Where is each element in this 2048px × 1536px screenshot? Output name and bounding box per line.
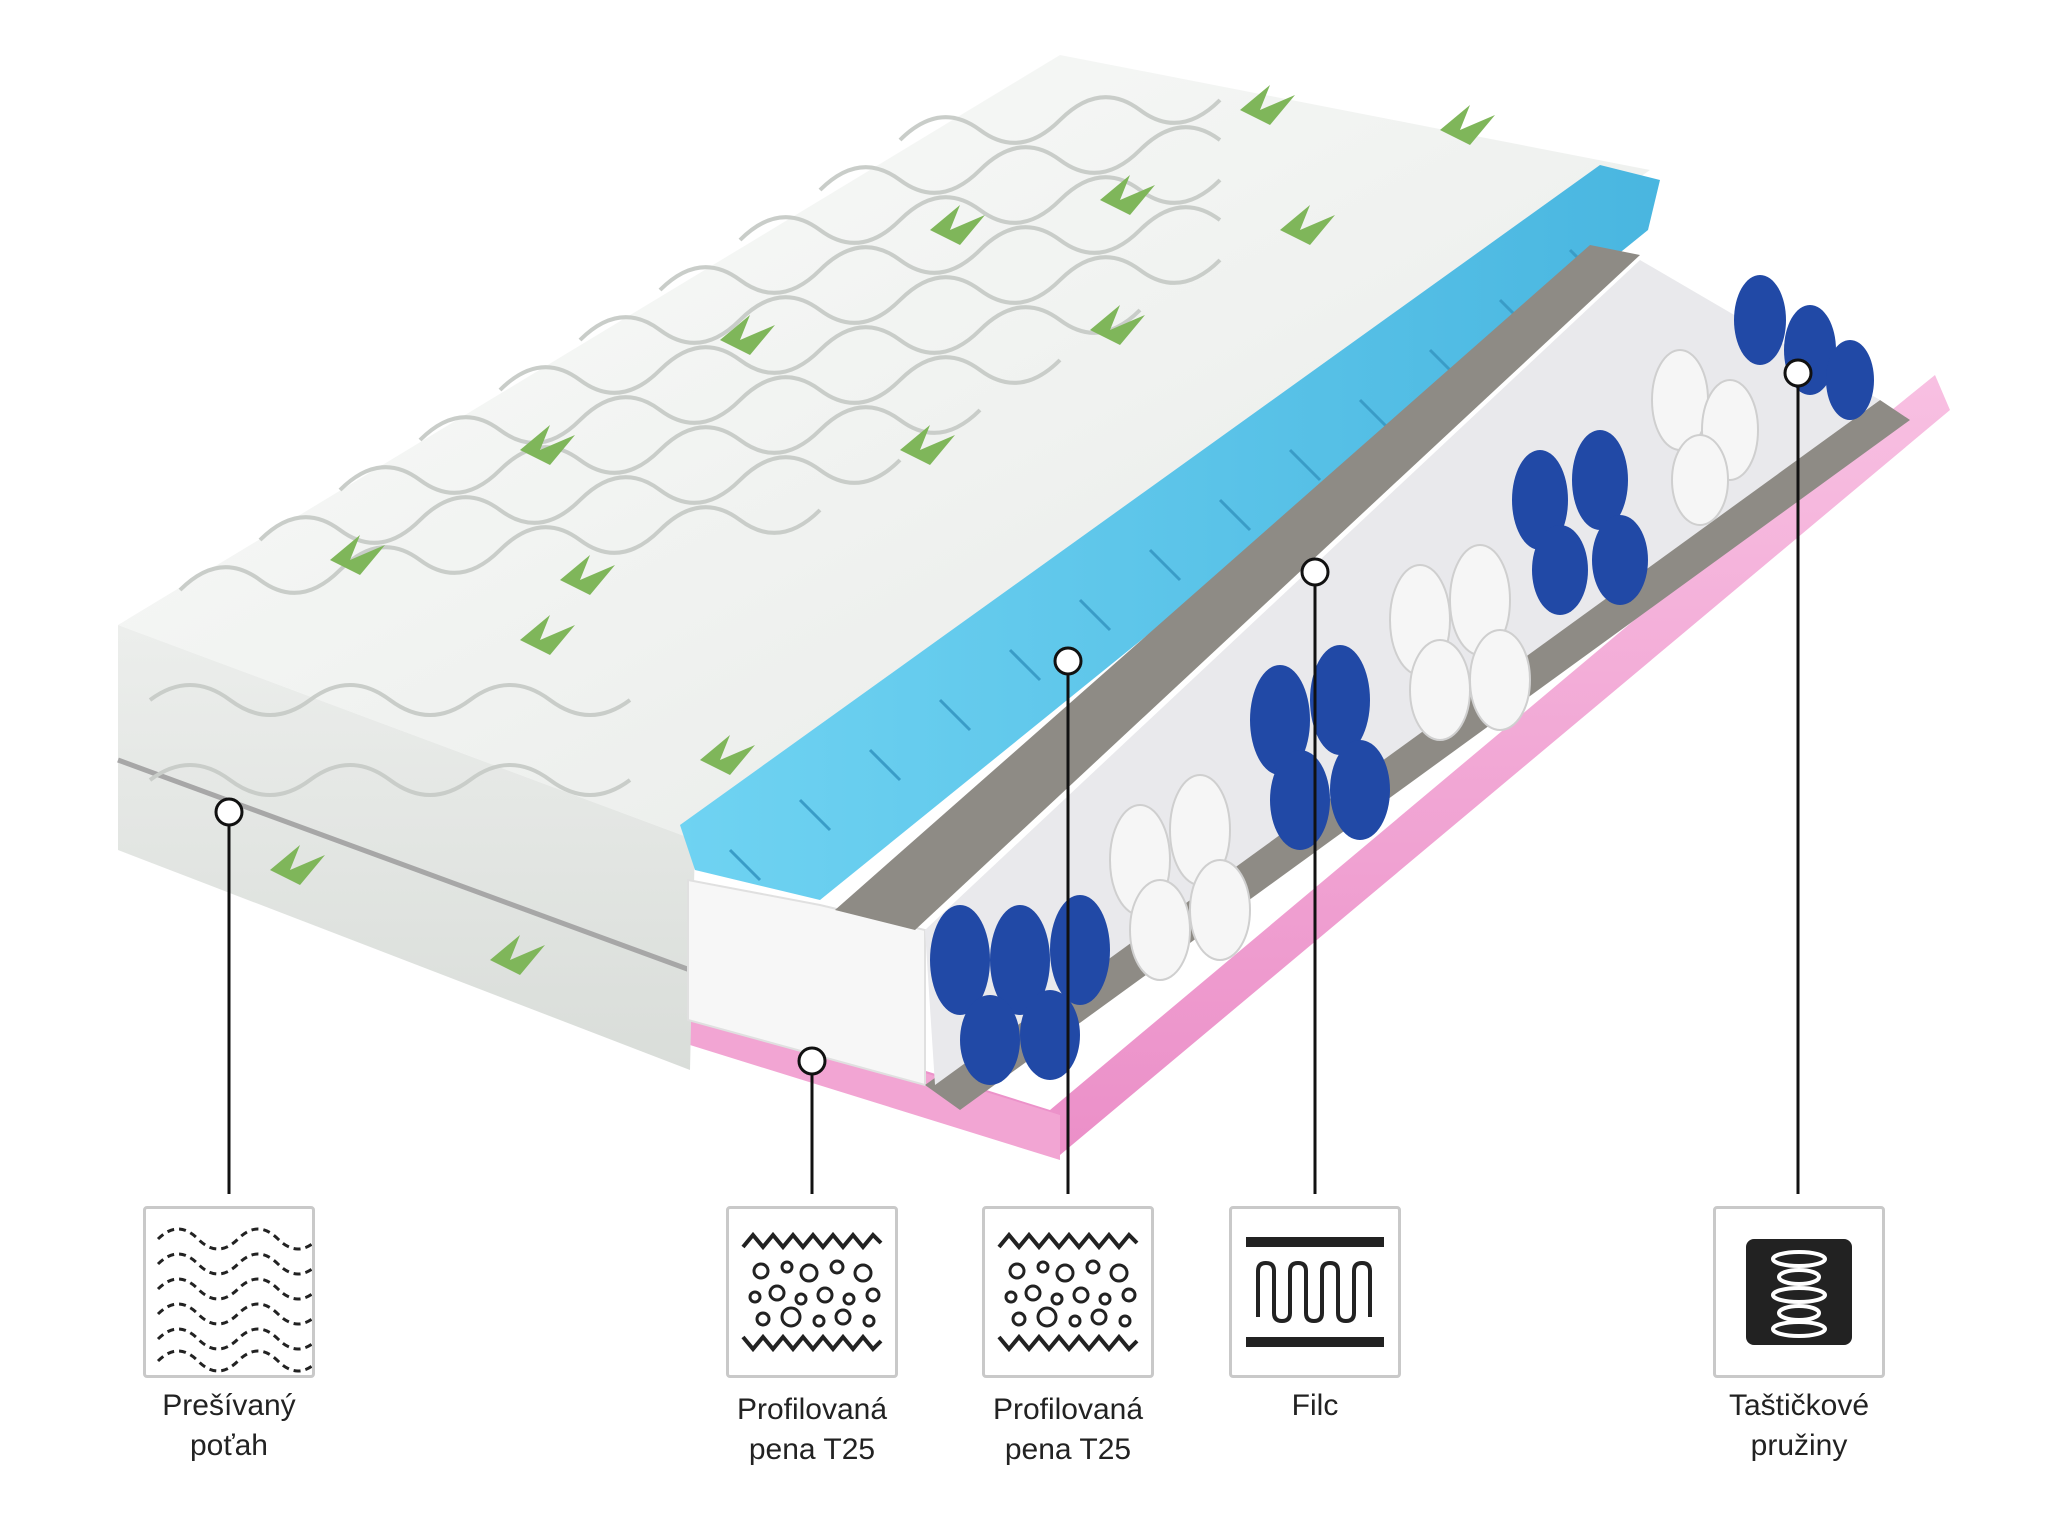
leader-lines bbox=[214, 358, 1813, 1194]
pocket-springs-block bbox=[925, 260, 1880, 1085]
quilted-wave-icon bbox=[143, 1206, 315, 1378]
cover-seam bbox=[117, 757, 691, 973]
cover-top bbox=[118, 55, 1650, 840]
label-felt: Filc bbox=[1291, 1389, 1339, 1422]
marker-foam-top bbox=[1053, 646, 1083, 676]
felt-icon bbox=[1229, 1206, 1401, 1378]
quilt-pattern bbox=[148, 95, 1222, 797]
marker-cover bbox=[214, 797, 244, 827]
marker-foam-bottom bbox=[797, 1046, 827, 1076]
foam-block-front bbox=[687, 878, 926, 1087]
foam-profile-icon bbox=[726, 1206, 898, 1378]
marker-felt bbox=[1300, 557, 1330, 587]
pocket-spring-icon bbox=[1713, 1206, 1885, 1378]
aloe-motifs bbox=[270, 85, 1495, 975]
foam-profile-icon bbox=[982, 1206, 1154, 1378]
marker-springs bbox=[1783, 358, 1813, 388]
felt-layer bbox=[835, 245, 1640, 930]
cover-side bbox=[118, 625, 695, 1070]
blue-foam-top bbox=[680, 165, 1660, 900]
